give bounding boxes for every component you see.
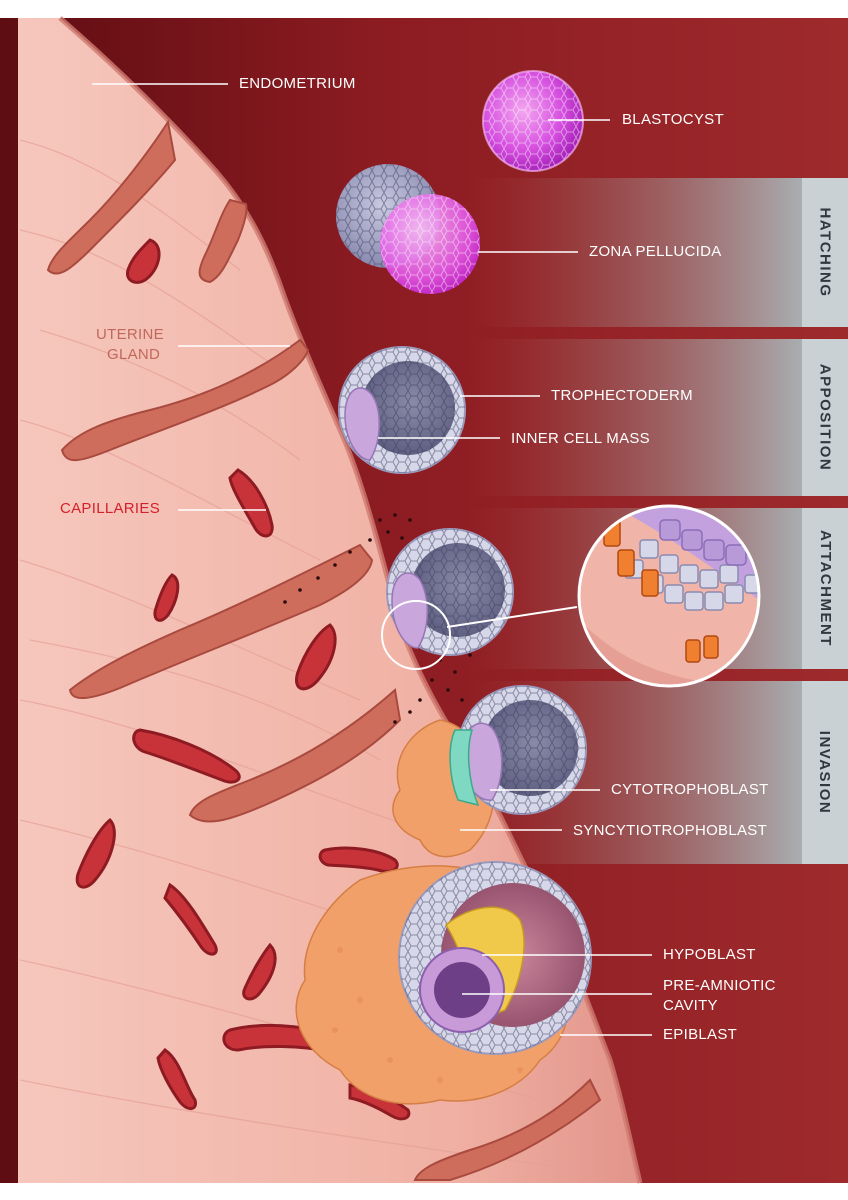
label-trophectoderm: TROPHECTODERM <box>551 387 693 404</box>
stage-tab-attachment: ATTACHMENT <box>802 508 848 669</box>
label-syncytiotrophoblast: SYNCYTIOTROPHOBLAST <box>573 822 768 839</box>
label-inner-cell-mass: INNER CELL MASS <box>511 430 650 447</box>
label-hypoblast: HYPOBLAST <box>663 946 756 963</box>
stage-tab-hatching: HATCHING <box>802 178 848 327</box>
label-endometrium: ENDOMETRIUM <box>239 75 356 92</box>
stage-tab-apposition: APPOSITION <box>802 339 848 496</box>
label-zona-pellucida: ZONA PELLUCIDA <box>589 243 722 260</box>
label-blastocyst: BLASTOCYST <box>622 111 724 128</box>
label-pre-amniotic-line2: CAVITY <box>663 997 718 1014</box>
label-epiblast: EPIBLAST <box>663 1026 738 1043</box>
stage-tab-invasion: INVASION <box>802 681 848 864</box>
stage-label: ATTACHMENT <box>816 530 834 647</box>
label-capillaries: CAPILLARIES <box>60 500 161 517</box>
label-cytotrophoblast: CYTOTROPHOBLAST <box>611 781 769 798</box>
label-uterine-gland-line1: UTERINE <box>96 326 164 343</box>
stage-label: INVASION <box>816 730 834 815</box>
stage-label: HATCHING <box>816 207 834 298</box>
label-uterine-gland-line2: GLAND <box>107 346 161 363</box>
label-pre-amniotic-line1: PRE-AMNIOTIC <box>663 977 776 994</box>
stage-label: APPOSITION <box>816 363 834 472</box>
